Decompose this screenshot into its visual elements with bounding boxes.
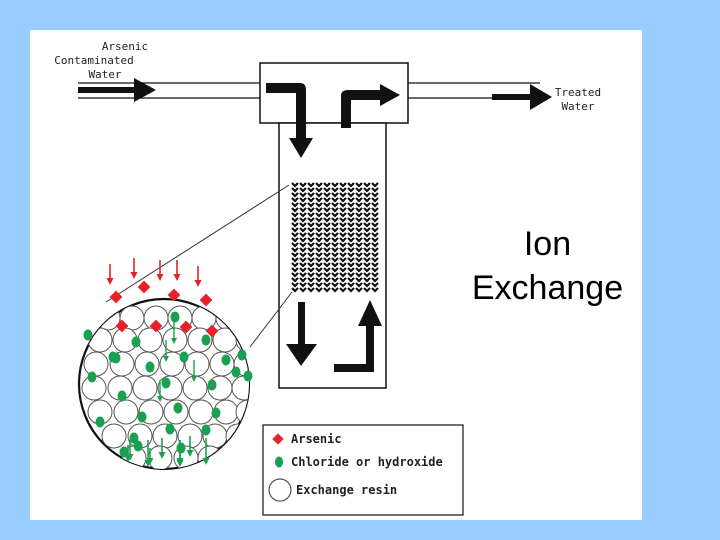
slide-title-line1: Ion <box>523 225 572 263</box>
legend-chloride-icon <box>275 456 283 468</box>
slide-title-line2: Exchange <box>471 269 624 307</box>
inlet-arrow-icon <box>78 78 156 102</box>
inlet-label-line3: Water <box>88 68 121 81</box>
inlet-label-line1: Arsenic <box>102 40 148 53</box>
slide-title: Ion Exchange <box>455 222 640 310</box>
legend: Arsenic Chloride or hydroxide Exchange r… <box>262 424 464 516</box>
legend-chloride-label: Chloride or hydroxide <box>291 455 443 469</box>
legend-resin-icon <box>268 478 292 502</box>
legend-arsenic-label: Arsenic <box>291 432 342 446</box>
outlet-arrow-icon <box>492 84 552 110</box>
outlet-label-line1: Treated <box>555 86 601 99</box>
slide: Arsenic Contaminated Water Treated Water <box>30 30 642 520</box>
column-down-arrow-icon <box>286 302 317 366</box>
inflow-elbow-arrow-icon <box>266 83 313 158</box>
ion-exchange-diagram: Arsenic Contaminated Water Treated Water <box>54 40 601 516</box>
resin-bed <box>291 182 379 293</box>
legend-resin-label: Exchange resin <box>296 483 397 497</box>
column-up-arrow-icon <box>334 300 382 372</box>
outflow-elbow-arrow-icon <box>341 84 400 128</box>
zoom-connector <box>105 184 293 348</box>
outlet-label-line2: Water <box>561 100 594 113</box>
inlet-pipe <box>78 82 260 99</box>
magnified-view <box>77 258 253 471</box>
legend-arsenic-icon <box>272 433 284 445</box>
inlet-label-line2: Contaminated <box>54 54 133 67</box>
